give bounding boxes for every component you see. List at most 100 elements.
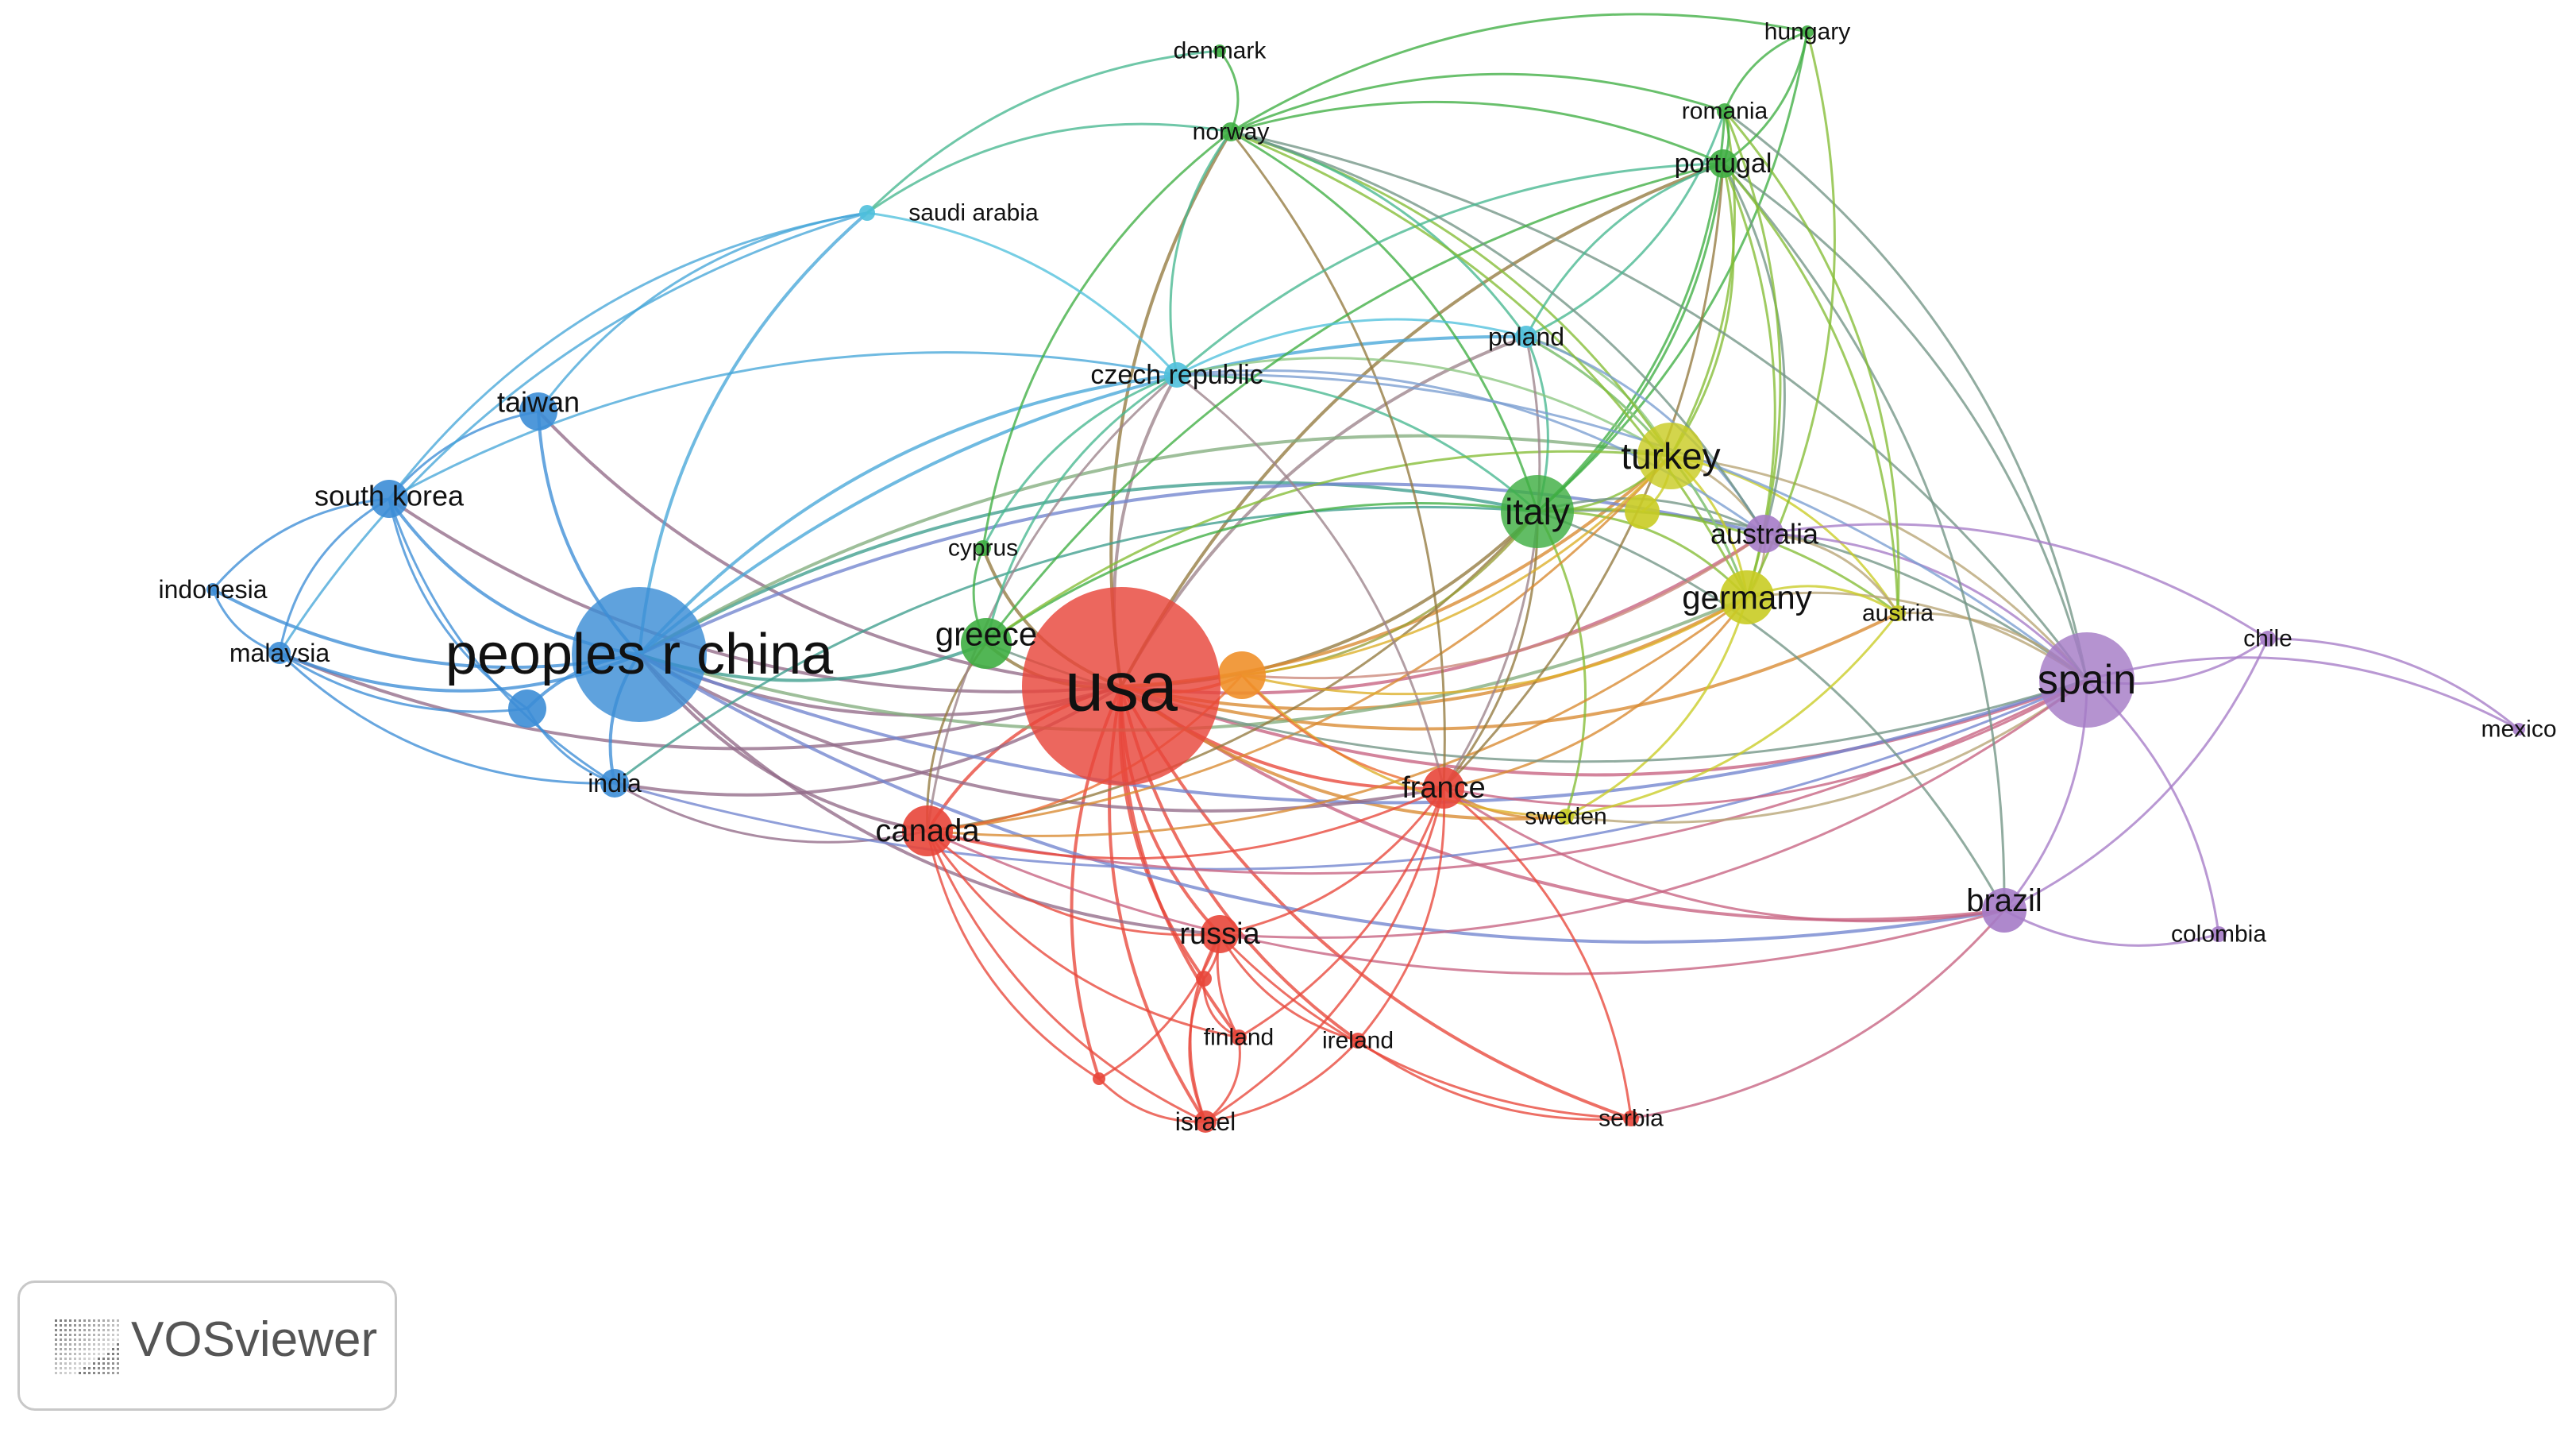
node-redsat2[interactable]	[1093, 1072, 1105, 1085]
node-usa[interactable]	[1022, 587, 1221, 786]
node-australia[interactable]	[1745, 515, 1784, 553]
node-brazil[interactable]	[1982, 888, 2026, 933]
label-serbia: serbia	[1598, 1106, 1664, 1132]
link-spain-mexico	[2086, 656, 2520, 731]
label-poland: poland	[1488, 323, 1564, 351]
link-poland-romania	[1525, 110, 1726, 338]
node-greece[interactable]	[961, 618, 1012, 669]
label-china: peoples r china	[445, 623, 834, 686]
link-turkey-norway	[1230, 130, 1672, 457]
node-poland[interactable]	[1515, 326, 1537, 348]
link-france-poland	[1442, 336, 1541, 789]
label-portugal: portugal	[1675, 149, 1772, 179]
node-spain[interactable]	[2039, 632, 2134, 728]
node-italy[interactable]	[1501, 475, 1574, 548]
node-redsat1[interactable]	[1196, 971, 1212, 987]
link-cyprus-norway	[981, 130, 1232, 549]
vosviewer-label: VOSviewer	[131, 1312, 378, 1367]
link-canada-czech	[926, 373, 1178, 832]
link-czech-norway	[1169, 131, 1232, 376]
node-romania[interactable]	[1717, 103, 1733, 119]
link-israel-finland	[1205, 1037, 1241, 1123]
node-germany[interactable]	[1720, 570, 1774, 624]
label-ireland: ireland	[1322, 1028, 1394, 1054]
label-chile: chile	[2243, 626, 2293, 652]
link-norway-portugal	[1230, 100, 1724, 165]
label-finland: finland	[1204, 1025, 1274, 1051]
node-mexico[interactable]	[2512, 723, 2525, 736]
link-cyprus-czech	[981, 373, 1178, 549]
link-china-saudi	[638, 211, 869, 655]
node-india[interactable]	[600, 769, 629, 798]
node-malaysia[interactable]	[268, 642, 291, 664]
link-turkey-portugal	[1669, 163, 1735, 457]
link-usa-serbia	[1120, 686, 1632, 1120]
link-saudi-denmark	[866, 49, 1221, 214]
node-ireland[interactable]	[1350, 1033, 1366, 1049]
label-italy: italy	[1505, 491, 1570, 532]
link-spain-sweden	[1565, 678, 2088, 824]
node-serbia[interactable]	[1623, 1110, 1639, 1126]
link-turkey-greece	[985, 450, 1672, 645]
node-israel[interactable]	[1194, 1110, 1217, 1133]
link-norway-germany	[1230, 130, 1749, 598]
link-romania-hungary	[1723, 30, 1808, 112]
label-malaysia: malaysia	[229, 639, 330, 667]
link-ireland-serbia	[1357, 1039, 1632, 1121]
link-saudi-norway	[866, 122, 1232, 214]
link-southkorea-saudi	[388, 211, 868, 500]
link-italy-sweden	[1536, 511, 1587, 817]
node-orangehub[interactable]	[1218, 651, 1266, 699]
link-malaysia-saudi	[278, 211, 868, 654]
link-china-russia	[638, 653, 1221, 936]
link-malaysia-india	[278, 651, 615, 785]
label-hungary: hungary	[1764, 19, 1850, 45]
node-taiwan[interactable]	[519, 392, 557, 431]
link-spain-romania	[1724, 110, 2088, 681]
label-romania: romania	[1682, 98, 1768, 125]
link-southkorea-indonesia	[211, 497, 390, 590]
link-southkorea-czech	[388, 351, 1178, 500]
link-spain-norway	[1230, 130, 2088, 681]
node-finland[interactable]	[1231, 1029, 1247, 1045]
node-sweden[interactable]	[1558, 809, 1574, 825]
node-norway[interactable]	[1221, 122, 1240, 141]
node-cyprus[interactable]	[975, 540, 991, 556]
link-india-canada	[614, 782, 928, 844]
link-france-norway	[1229, 131, 1446, 789]
link-china-france	[638, 653, 1444, 813]
link-france-ireland	[1356, 787, 1446, 1041]
node-denmark[interactable]	[1213, 44, 1226, 57]
link-poland-portugal	[1525, 162, 1724, 338]
node-colombia[interactable]	[2211, 926, 2227, 942]
node-canada[interactable]	[902, 805, 953, 856]
link-spain-france	[1443, 678, 2088, 808]
vosviewer-logo-icon	[55, 1319, 119, 1374]
link-turkey-spain	[1670, 454, 2088, 681]
node-chinasat[interactable]	[508, 689, 546, 728]
node-russia[interactable]	[1201, 915, 1239, 953]
link-brazil-serbia	[1630, 910, 2006, 1120]
label-turkey: turkey	[1621, 435, 1720, 477]
label-australia: australia	[1710, 518, 1819, 550]
link-australia-orangehub	[1241, 532, 1765, 680]
node-chile[interactable]	[2260, 631, 2276, 647]
node-china[interactable]	[572, 587, 707, 722]
node-indonesia[interactable]	[206, 583, 219, 596]
link-usa-brazil	[1120, 685, 2005, 921]
link-china-poland	[638, 334, 1527, 656]
node-austria[interactable]	[1890, 605, 1906, 621]
node-saudi[interactable]	[859, 205, 875, 221]
link-russia-ireland	[1218, 933, 1359, 1042]
link-brazil-canada	[927, 829, 2005, 975]
node-france[interactable]	[1423, 767, 1464, 809]
link-norway-denmark	[1218, 50, 1240, 133]
node-hungary[interactable]	[1801, 25, 1814, 38]
node-turkeysat[interactable]	[1625, 494, 1660, 529]
node-turkey[interactable]	[1637, 423, 1704, 489]
node-portugal[interactable]	[1709, 149, 1737, 178]
node-southkorea[interactable]	[370, 480, 408, 518]
link-czech-poland	[1176, 318, 1527, 377]
node-czech[interactable]	[1164, 362, 1190, 388]
